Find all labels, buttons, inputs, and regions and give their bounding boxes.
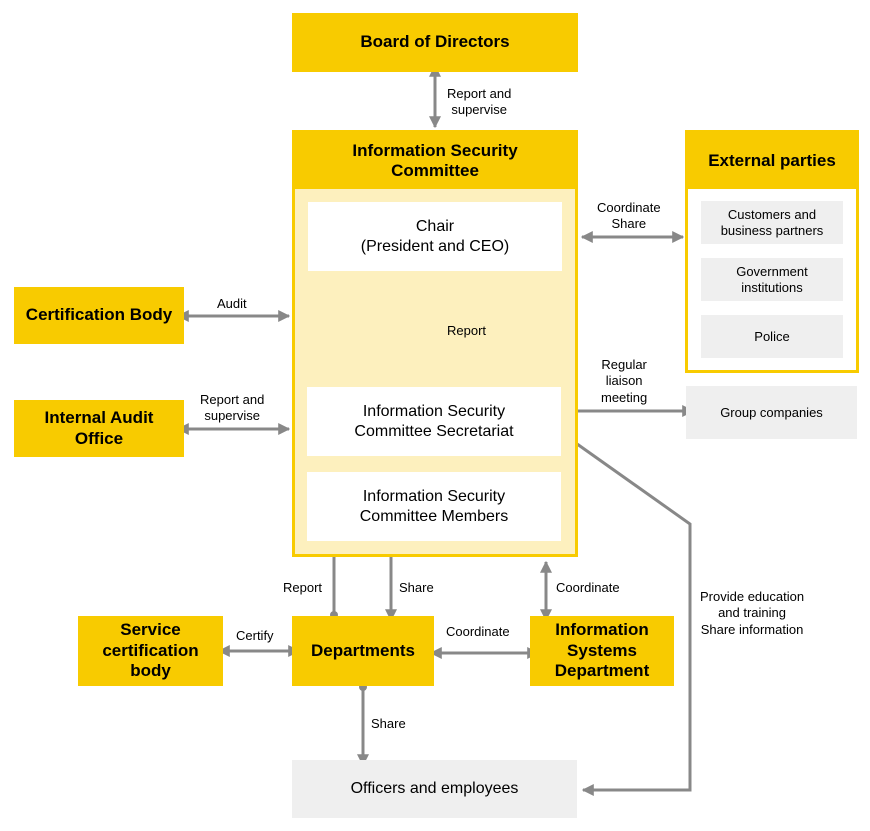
label-dept-report: Report	[283, 580, 323, 595]
label-secretariat-chair: Report	[447, 323, 487, 338]
label-dept-share: Share	[399, 580, 434, 595]
label-audit: Audit	[217, 296, 247, 311]
label-dept-officers: Share	[371, 716, 406, 731]
officers-employees-box: Officers and employees	[292, 760, 577, 818]
certification-body-box: Certification Body	[14, 287, 184, 344]
label-certify: Certify	[236, 628, 274, 643]
group-companies-box: Group companies	[686, 386, 857, 439]
label-dept-infosys: Coordinate	[446, 624, 510, 639]
secretariat-box: Information Security Committee Secretari…	[307, 387, 561, 456]
info-systems-box: Information Systems Department	[530, 616, 674, 686]
board-of-directors: Board of Directors	[292, 13, 578, 72]
external-parties-title: External parties	[688, 133, 856, 189]
label-secretariat-group: Regular liaison meeting	[601, 357, 648, 405]
label-committee-infosys: Coordinate	[556, 580, 620, 595]
label-internal-audit: Report and supervise	[200, 392, 265, 424]
service-certification-box: Service certification body	[78, 616, 223, 686]
arrow-education	[562, 432, 692, 796]
members-box: Information Security Committee Members	[307, 472, 561, 541]
label-board-committee: Report and supervise	[447, 86, 512, 118]
label-education: Provide education and training Share inf…	[700, 589, 805, 637]
committee-title: Information Security Committee	[295, 133, 575, 189]
label-committee-external: Coordinate Share	[597, 200, 661, 232]
departments-box: Departments	[292, 616, 434, 686]
internal-audit-box: Internal Audit Office	[14, 400, 184, 457]
police-box: Police	[701, 315, 843, 358]
chair-box: Chair (President and CEO)	[308, 202, 562, 271]
customers-box: Customers and business partners	[701, 201, 843, 244]
government-box: Government institutions	[701, 258, 843, 301]
